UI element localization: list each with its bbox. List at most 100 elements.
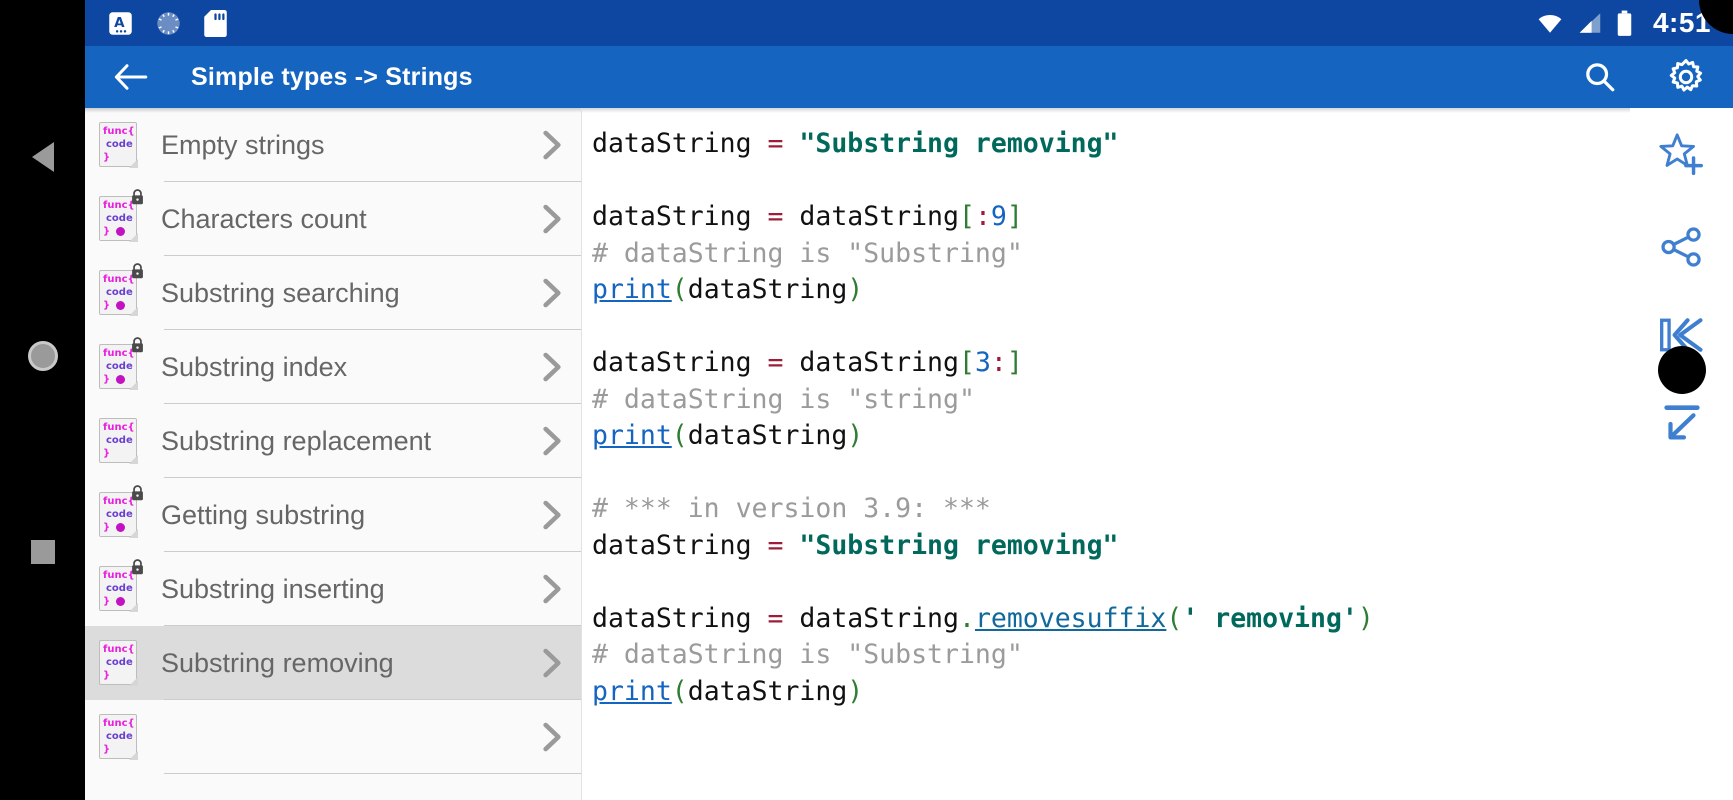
app-bar: Simple types -> Strings <box>85 46 1733 108</box>
code-token-op: = <box>767 602 800 634</box>
code-token-brk: ] <box>1006 347 1023 378</box>
code-token-lnk[interactable]: print <box>592 274 672 305</box>
chevron-right-icon <box>523 350 581 384</box>
list-item[interactable]: func{code} <box>85 700 581 774</box>
list-item[interactable]: func{code}Substring removing <box>85 626 581 700</box>
code-token-par: ( <box>671 420 688 451</box>
list-item-label: Characters count <box>161 203 367 234</box>
list-divider <box>164 625 581 626</box>
code-file-icon: func{code} <box>99 188 143 243</box>
list-item-label: Empty strings <box>161 129 325 160</box>
android-back-button[interactable] <box>0 142 85 172</box>
list-item[interactable]: func{code}Getting substring <box>85 478 581 552</box>
search-button[interactable] <box>1583 60 1617 94</box>
action-rail <box>1630 108 1733 800</box>
lock-icon <box>132 262 143 278</box>
list-divider <box>164 181 581 182</box>
share-button[interactable] <box>1659 224 1705 270</box>
code-token-op: = <box>767 201 800 232</box>
search-icon <box>1586 63 1615 92</box>
settings-button[interactable] <box>1667 58 1705 96</box>
code-token-str: "Substring removing" <box>799 128 1119 159</box>
code-token-par: ( <box>671 274 688 305</box>
list-item[interactable]: func{code} Substring searching <box>85 256 581 330</box>
list-item[interactable]: func{code} Characters count <box>85 182 581 256</box>
code-token-var: dataString <box>592 128 768 159</box>
chevron-right-icon <box>523 572 581 606</box>
premium-dot-icon <box>116 226 125 236</box>
battery-icon <box>1617 10 1632 36</box>
list-divider <box>164 329 581 330</box>
code-token-par: ) <box>847 675 864 707</box>
code-token-op: = <box>767 529 800 561</box>
code-token-var: dataString <box>687 675 848 707</box>
chevron-right-icon <box>523 202 581 236</box>
code-token-dot: . <box>958 602 975 634</box>
code-token-par: ) <box>847 420 864 451</box>
code-token-op: : <box>974 201 991 232</box>
code-token-par: ( <box>671 675 688 707</box>
code-token-par: ) <box>847 274 864 305</box>
code-token-lnk[interactable]: print <box>592 420 672 451</box>
list-item-label: Substring index <box>161 351 348 382</box>
chevron-right-icon <box>523 128 581 162</box>
back-arrow-icon <box>114 64 148 90</box>
list-item[interactable]: func{code} Empty strings <box>85 108 581 182</box>
code-token-num: 9 <box>990 201 1007 232</box>
lock-icon <box>132 484 143 500</box>
code-token-lnk2[interactable]: removesuffix <box>974 602 1167 634</box>
code-token-lnk[interactable]: print <box>592 675 672 707</box>
code-viewer-pane[interactable]: dataString = "Substring removing" dataSt… <box>582 108 1630 800</box>
android-home-button[interactable] <box>0 341 85 371</box>
list-divider <box>164 255 581 256</box>
chevron-right-icon <box>523 720 581 754</box>
code-file-icon: func{code} <box>99 262 143 317</box>
premium-dot-icon <box>116 300 125 310</box>
list-item-label: Substring searching <box>161 277 400 308</box>
list-divider <box>164 773 581 774</box>
page-title: Simple types -> Strings <box>191 62 473 91</box>
list-divider <box>164 403 581 404</box>
list-item-label: Substring replacement <box>161 425 432 456</box>
code-token-brk: ] <box>1006 201 1023 232</box>
code-file-icon: func{code} <box>99 336 143 391</box>
add-bookmark-icon <box>1658 133 1703 176</box>
code-token-cmt: # dataString is "Substring" <box>592 237 1023 269</box>
code-token-var: dataString <box>592 602 768 634</box>
lock-icon <box>132 336 143 352</box>
topic-list-pane[interactable]: func{code} Empty strings func{code} Charact… <box>85 108 582 800</box>
wifi-icon <box>1538 14 1562 33</box>
list-divider <box>164 477 581 478</box>
gear-icon <box>1669 59 1703 92</box>
premium-dot-icon <box>116 522 125 532</box>
list-item[interactable]: func{code} Substring replacement <box>85 404 581 478</box>
list-item[interactable]: func{code}Substring inserting <box>85 552 581 626</box>
collapse-button[interactable] <box>1659 400 1705 446</box>
code-token-op: = <box>767 128 800 159</box>
premium-dot-icon <box>116 374 125 384</box>
back-arrow-button[interactable] <box>113 62 151 92</box>
code-file-icon: func{code} <box>99 558 143 613</box>
chevron-right-icon <box>523 276 581 310</box>
code-token-cmt: # *** in version 3.9: *** <box>592 493 991 524</box>
code-token-var: dataString <box>799 347 959 378</box>
collapse-arrow-icon <box>1663 405 1700 440</box>
code-file-icon: func{code} <box>99 121 139 169</box>
code-token-str: ' removing' <box>1182 602 1358 634</box>
android-recents-button[interactable] <box>0 540 85 564</box>
code-token-var: dataString <box>687 420 848 451</box>
code-token-var: dataString <box>592 347 768 378</box>
home-circle-icon <box>27 341 58 371</box>
keyboard-input-icon: A <box>109 11 132 35</box>
status-bar: A <box>85 0 1733 46</box>
code-token-var: dataString <box>799 602 959 634</box>
add-bookmark-button[interactable] <box>1657 132 1707 182</box>
code-file-icon: func{code} <box>99 417 139 465</box>
code-token-cmt: # dataString is "Substring" <box>592 639 1023 670</box>
share-icon <box>1660 227 1701 267</box>
list-item[interactable]: func{code} Substring index <box>85 330 581 404</box>
status-bar-right-icons: 4:51 <box>1535 7 1711 39</box>
code-token-par: ) <box>1357 602 1374 634</box>
svg-text:A: A <box>114 14 125 30</box>
skip-to-start-button[interactable] <box>1658 312 1706 358</box>
